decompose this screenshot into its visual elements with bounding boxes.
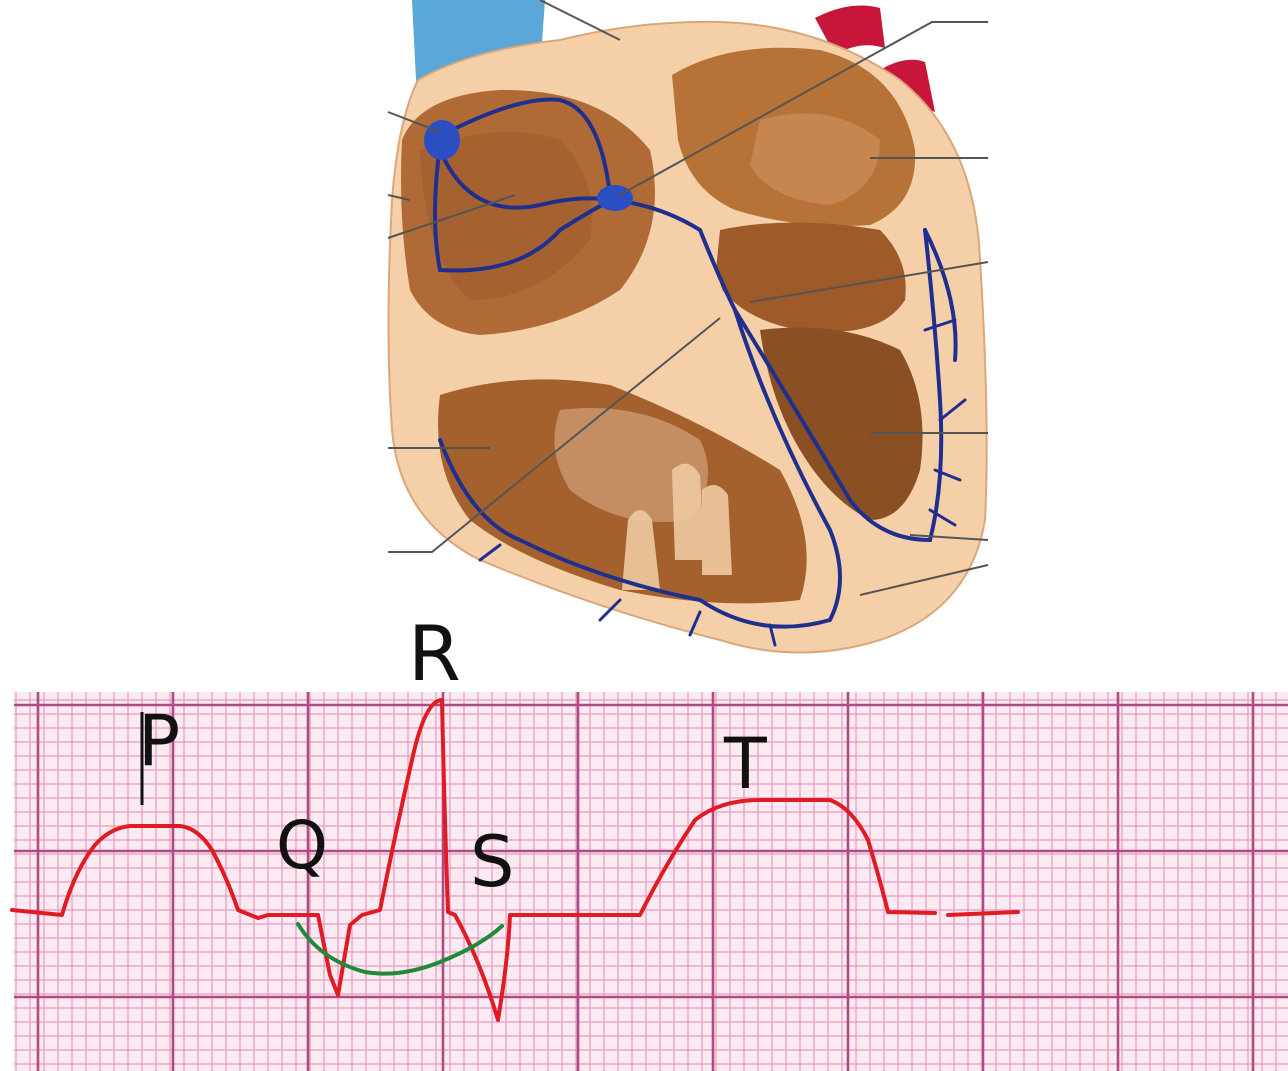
ecg-strip: P Q R S T xyxy=(12,609,1288,1071)
r-wave-label: R xyxy=(408,609,461,698)
s-wave-label: S xyxy=(470,821,514,903)
sinoatrial-node xyxy=(424,120,460,160)
p-wave-label: P xyxy=(138,700,180,782)
t-wave-label: T xyxy=(723,723,767,805)
q-wave-label: Q xyxy=(276,807,328,884)
heart-diagram xyxy=(388,0,988,653)
leader-line xyxy=(540,0,620,40)
atrioventricular-node xyxy=(597,185,633,211)
